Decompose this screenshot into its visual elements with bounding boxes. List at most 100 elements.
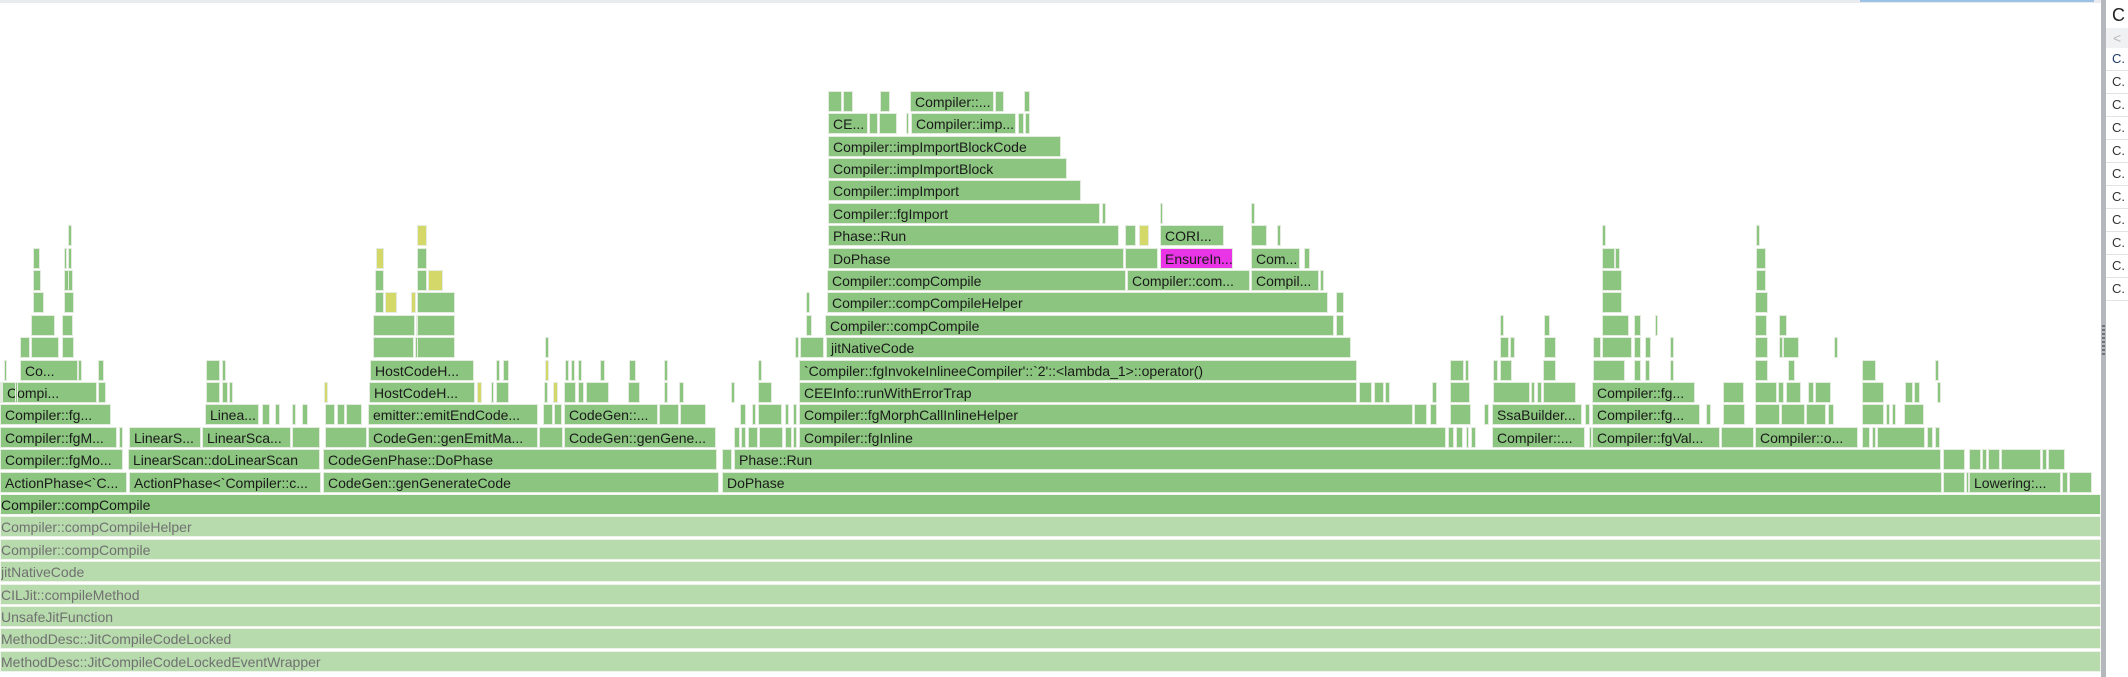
flame-frame[interactable] <box>793 426 797 448</box>
flame-frame[interactable] <box>1982 449 1987 471</box>
flame-frame[interactable] <box>1593 337 1601 359</box>
flame-frame[interactable]: Phase::Run <box>828 225 1119 247</box>
flame-frame[interactable] <box>1585 404 1590 426</box>
flame-frame[interactable]: emitter::emitEndCode... <box>368 404 538 426</box>
flame-frame[interactable] <box>376 247 384 269</box>
flame-frame[interactable] <box>417 314 455 336</box>
flame-frame[interactable] <box>1450 359 1464 381</box>
flame-frame[interactable] <box>325 404 335 426</box>
flame-frame[interactable] <box>1374 382 1384 403</box>
ancestor-frame[interactable]: jitNativeCode <box>0 561 2101 583</box>
right-panel-list-item[interactable]: C. <box>2106 186 2128 209</box>
flame-frame[interactable] <box>62 314 73 336</box>
flame-frame[interactable] <box>1493 359 1498 381</box>
flame-frame[interactable] <box>324 382 328 403</box>
flame-frame[interactable]: `Compiler::fgInvokeInlineeCompiler'::`2'… <box>799 359 1357 381</box>
flame-frame[interactable] <box>428 270 443 291</box>
flame-frame[interactable]: Compiler::fgVal... <box>1592 426 1720 448</box>
flame-frame[interactable] <box>1510 337 1515 359</box>
flame-frame[interactable] <box>664 382 668 403</box>
flame-frame[interactable] <box>1500 359 1512 381</box>
flame-frame[interactable] <box>1602 225 1606 247</box>
flame-frame[interactable] <box>1943 449 1965 471</box>
flame-frame[interactable] <box>1465 359 1469 381</box>
flame-frame[interactable] <box>1251 225 1267 247</box>
flame-frame[interactable] <box>553 382 558 403</box>
flame-frame[interactable] <box>1706 404 1711 426</box>
flame-frame[interactable] <box>545 337 549 359</box>
flame-frame[interactable] <box>1670 337 1674 359</box>
flame-frame[interactable] <box>758 382 772 403</box>
flame-frame[interactable]: DoPhase <box>722 471 1942 493</box>
flame-frame[interactable] <box>1645 359 1650 381</box>
flame-frame[interactable] <box>680 404 706 426</box>
flame-frame[interactable] <box>1484 404 1489 426</box>
flame-frame[interactable]: Compiler::fgM... <box>0 426 117 448</box>
flame-frame[interactable] <box>806 292 810 314</box>
flame-frame[interactable] <box>1456 426 1463 448</box>
flame-frame[interactable] <box>1969 449 1981 471</box>
flame-frame[interactable] <box>64 247 67 269</box>
flame-frame[interactable] <box>734 426 740 448</box>
right-panel-list-item[interactable]: C. <box>2106 255 2128 278</box>
flame-frame[interactable] <box>1018 113 1024 135</box>
flame-frame[interactable] <box>1937 382 1941 403</box>
flame-frame[interactable] <box>1755 382 1777 403</box>
flame-frame[interactable] <box>659 404 679 426</box>
flame-frame[interactable] <box>1531 382 1535 403</box>
flame-frame[interactable] <box>206 359 220 381</box>
flame-frame[interactable] <box>1834 337 1838 359</box>
flame-frame[interactable] <box>1500 314 1504 336</box>
flame-frame[interactable] <box>571 359 575 381</box>
flame-frame[interactable] <box>1336 314 1344 336</box>
flame-frame[interactable] <box>1670 359 1674 381</box>
flame-frame[interactable] <box>545 359 549 381</box>
flame-frame[interactable] <box>1320 270 1324 291</box>
flame-frame[interactable] <box>1602 247 1615 269</box>
flame-frame[interactable] <box>1755 337 1768 359</box>
flame-frame[interactable] <box>496 359 500 381</box>
flame-frame[interactable] <box>1755 314 1767 336</box>
flame-frame[interactable]: LinearSca... <box>202 426 291 448</box>
flame-frame[interactable]: Compiler::impImportBlock <box>828 158 1067 179</box>
flame-frame[interactable]: Compi... <box>2 382 97 403</box>
flame-frame[interactable]: CEEInfo::runWithErrorTrap <box>799 382 1357 403</box>
flame-frame[interactable] <box>1602 292 1622 314</box>
flame-frame[interactable] <box>1655 314 1658 336</box>
flame-frame[interactable] <box>1904 404 1924 426</box>
flame-frame[interactable] <box>491 382 494 403</box>
flame-frame[interactable] <box>1602 337 1632 359</box>
flame-frame[interactable]: Compiler::impImportBlockCode <box>828 135 1061 157</box>
flame-frame[interactable] <box>731 382 735 403</box>
ancestor-frame[interactable]: MethodDesc::JitCompileCodeLockedEventWra… <box>0 650 2101 672</box>
flame-frame[interactable] <box>752 404 756 426</box>
flame-frame[interactable] <box>758 404 782 426</box>
flame-frame[interactable]: EnsureIn... <box>1160 247 1233 269</box>
flame-frame[interactable] <box>628 382 640 403</box>
flame-frame[interactable] <box>1862 382 1884 403</box>
flame-frame[interactable] <box>869 113 878 135</box>
flame-frame[interactable]: SsaBuilder... <box>1492 404 1582 426</box>
flame-frame[interactable] <box>1493 382 1530 403</box>
flame-frame[interactable] <box>2001 449 2041 471</box>
flame-frame[interactable] <box>1589 426 1592 448</box>
flame-frame[interactable]: Compiler::... <box>910 90 994 112</box>
flame-frame[interactable] <box>2048 449 2065 471</box>
flame-frame[interactable] <box>600 359 605 381</box>
flame-frame[interactable] <box>722 449 732 471</box>
flame-frame[interactable] <box>880 90 890 112</box>
flame-frame[interactable] <box>1432 382 1437 403</box>
flame-frame[interactable] <box>20 337 30 359</box>
flame-frame[interactable]: Compiler::fg... <box>0 404 111 426</box>
flame-frame[interactable] <box>1786 382 1801 403</box>
flame-frame[interactable] <box>373 314 415 336</box>
panel-splitter[interactable] <box>2101 0 2106 677</box>
flame-frame[interactable] <box>33 270 41 291</box>
flame-frame[interactable] <box>1634 314 1641 336</box>
flame-frame[interactable] <box>1966 471 1969 493</box>
back-chevron-icon[interactable]: < <box>2106 28 2128 48</box>
flame-frame[interactable] <box>375 270 384 291</box>
flame-frame[interactable] <box>1160 202 1163 224</box>
flame-frame[interactable] <box>1385 382 1390 403</box>
flame-frame[interactable]: Phase::Run <box>734 449 1941 471</box>
